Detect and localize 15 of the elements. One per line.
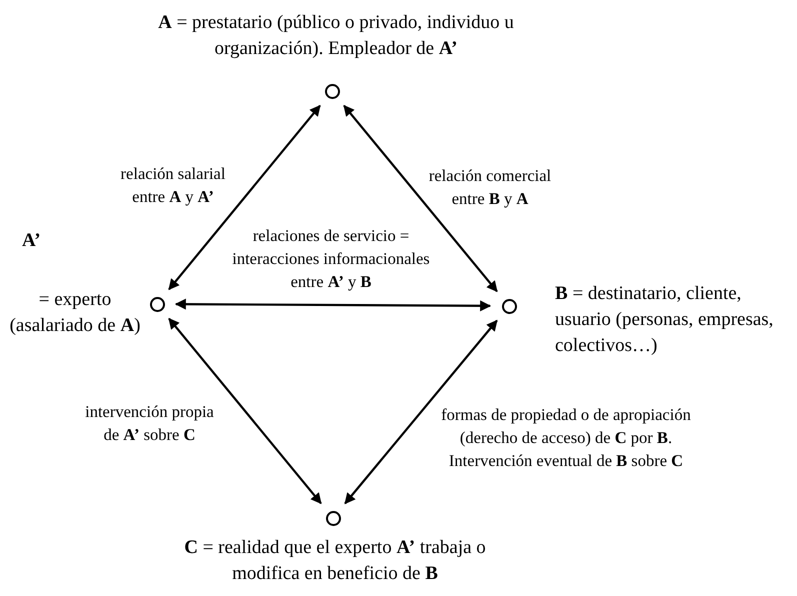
node-caption: = experto (asalariado de A) [8, 288, 142, 338]
edge-label: relación comercial entre B y A [428, 165, 552, 210]
node-caption: A’ [22, 229, 42, 253]
double-arrow [168, 104, 321, 290]
double-arrow [343, 104, 498, 292]
edge-label: intervención propia de A’ sobre C [84, 401, 215, 446]
node-caption: C = realidad que el experto A’ trabaja o modifica en beneficio de B [183, 536, 487, 586]
node-caption: B = destinatario, cliente, usuario (personas, empresas, colectivos…) [555, 282, 774, 358]
edge-label: relaciones de servicio = interacciones informacionales entre A’ y B [231, 225, 431, 293]
edge-label: relación salarial entre A y A’ [120, 163, 226, 208]
double-arrow [344, 320, 498, 504]
double-arrow [168, 318, 322, 504]
double-arrow [174, 298, 492, 312]
node-caption: A = prestatario (público o privado, individuo u organización). Empleador de A’ [157, 11, 515, 61]
edge-label: formas de propiedad o de apropiación (derecho de acceso) de C por B. Intervención eventual de B sobre C [440, 404, 692, 472]
